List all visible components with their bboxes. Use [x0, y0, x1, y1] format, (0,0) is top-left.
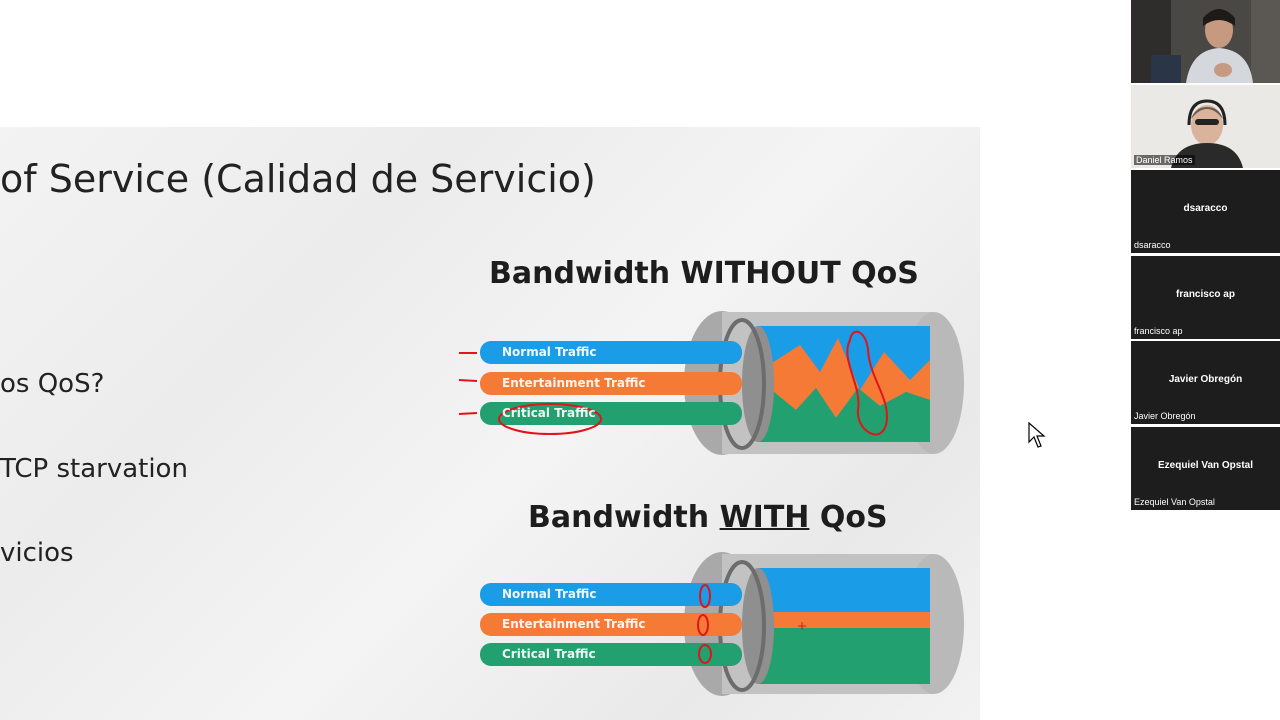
- with-qos-heading-underlined: WITH: [719, 500, 810, 535]
- label-normal-traffic-top: Normal Traffic: [502, 345, 597, 359]
- qos-diagram: [458, 311, 964, 696]
- without-qos-traffic-bars: [480, 341, 742, 425]
- label-normal-traffic-bottom: Normal Traffic: [502, 587, 597, 601]
- label-critical-traffic-top: Critical Traffic: [502, 406, 596, 420]
- label-entertainment-traffic-bottom: Entertainment Traffic: [502, 617, 646, 631]
- label-entertainment-traffic-top: Entertainment Traffic: [502, 376, 646, 390]
- participant-video: [1131, 85, 1280, 168]
- slide-title: of Service (Calidad de Servicio): [0, 157, 596, 201]
- participant-name-label: Ezequiel Van Opstal: [1134, 497, 1215, 507]
- participant-tile-francisco-ap[interactable]: francisco ap francisco ap: [1131, 256, 1280, 339]
- participant-tile-dsaracco[interactable]: dsaracco dsaracco: [1131, 170, 1280, 253]
- participant-name-label: Daniel Ramos: [1134, 155, 1195, 165]
- red-annotations-top: [458, 330, 889, 436]
- bullet-text-3: vicios: [0, 538, 74, 568]
- shared-screen: of Service (Calidad de Servicio) os QoS?…: [0, 127, 1046, 720]
- participant-name-label: francisco ap: [1134, 326, 1183, 336]
- mouse-cursor-icon: [1028, 422, 1046, 448]
- participant-center-name: francisco ap: [1176, 289, 1235, 300]
- participant-tile-javier-obregon[interactable]: Javier Obregón Javier Obregón: [1131, 341, 1280, 424]
- participant-video: [1131, 0, 1280, 83]
- red-annotations-bottom: [697, 584, 806, 664]
- participant-center-name: Javier Obregón: [1168, 374, 1243, 385]
- participant-center-name: Ezequiel Van Opstal: [1157, 460, 1254, 471]
- bullet-text-2: TCP starvation: [0, 454, 188, 484]
- entertainment-traffic-bar: [480, 372, 742, 395]
- without-qos-pipe: [684, 311, 964, 455]
- participant-video-tile[interactable]: [1131, 0, 1280, 83]
- participant-name-label: dsaracco: [1134, 240, 1171, 250]
- with-qos-heading-suffix: QoS: [809, 500, 888, 535]
- with-qos-traffic-bars: [480, 583, 742, 666]
- participant-center-name: dsaracco: [1183, 203, 1228, 214]
- with-qos-heading-prefix: Bandwidth: [528, 500, 720, 535]
- bullet-text-1: os QoS?: [0, 369, 105, 399]
- participant-panel: Daniel Ramos dsaracco dsaracco francisco…: [1130, 0, 1280, 512]
- without-qos-heading: Bandwidth WITHOUT QoS: [489, 256, 919, 291]
- participant-video-tile[interactable]: Daniel Ramos: [1131, 85, 1280, 168]
- label-critical-traffic-bottom: Critical Traffic: [502, 647, 596, 661]
- participant-name-label: Javier Obregón: [1134, 411, 1196, 421]
- participant-tile-ezequiel-van-opstal[interactable]: Ezequiel Van Opstal Ezequiel Van Opstal: [1131, 427, 1280, 510]
- critical-traffic-bar: [480, 402, 742, 425]
- normal-traffic-bar: [480, 341, 742, 364]
- with-qos-heading: Bandwidth WITH QoS: [528, 500, 888, 535]
